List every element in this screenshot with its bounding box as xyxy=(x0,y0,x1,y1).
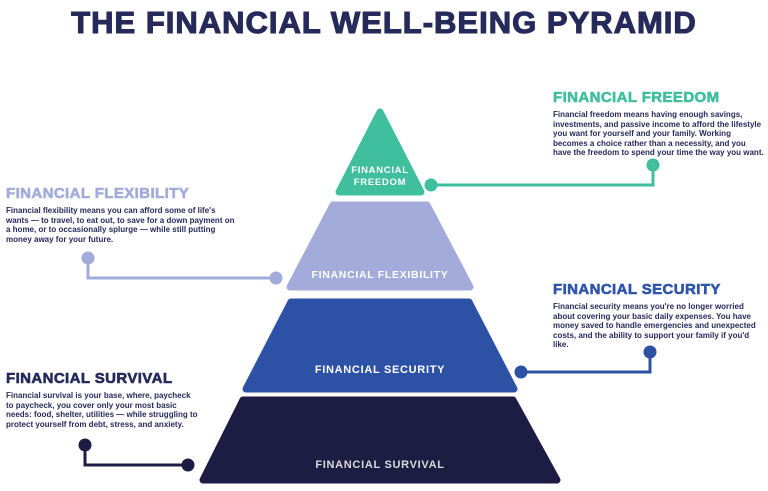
callout-heading-flexibility: FINANCIAL FLEXIBILITY xyxy=(6,185,190,203)
callout-financial-freedom: FINANCIAL FREEDOM Financial freedom mean… xyxy=(553,89,766,158)
connector-dot-security-pyramid xyxy=(514,365,528,379)
callout-body-freedom: Financial freedom means having enough sa… xyxy=(553,110,764,158)
tier-label-financial-security: FINANCIAL SECURITY xyxy=(314,364,446,376)
tier-label-financial-survival: FINANCIAL SURVIVAL xyxy=(315,459,445,471)
callout-heading-security: FINANCIAL SECURITY xyxy=(553,281,721,299)
connector-line-freedom xyxy=(434,168,655,187)
connector-dot-survival-text xyxy=(78,438,92,452)
callout-financial-survival: FINANCIAL SURVIVAL Financial survival is… xyxy=(6,370,198,429)
pyramid-tier-survival xyxy=(199,396,561,484)
callout-body-survival: Financial survival is your base, where, … xyxy=(6,391,198,429)
connector-line-flexibility xyxy=(86,262,273,280)
pyramid-tier-security xyxy=(242,298,518,393)
connector-dot-freedom-text xyxy=(646,158,660,172)
tier-label-financial-freedom: FINANCIAL FREEDOM xyxy=(351,165,409,188)
callout-body-security: Financial security means you're no longe… xyxy=(553,302,756,350)
callout-financial-flexibility: FINANCIAL FLEXIBILITY Financial flexibil… xyxy=(6,185,236,244)
callout-heading-survival: FINANCIAL SURVIVAL xyxy=(6,370,173,388)
page-title: THE FINANCIAL WELL-BEING PYRAMID xyxy=(71,4,697,40)
pyramid-tier-flexibility xyxy=(286,201,474,291)
connector-dot-flexibility-text xyxy=(81,251,95,265)
connector-line-survival xyxy=(83,449,184,467)
connector-dot-survival-pyramid xyxy=(181,458,195,472)
pyramid-tier-freedom xyxy=(335,108,425,196)
connector-dot-freedom-pyramid xyxy=(424,178,438,192)
callout-financial-security: FINANCIAL SECURITY Financial security me… xyxy=(553,281,766,350)
connector-dot-security-text xyxy=(643,345,657,359)
callout-body-flexibility: Financial flexibility means you can affo… xyxy=(6,206,235,244)
connector-line-security xyxy=(525,356,652,374)
callout-heading-freedom: FINANCIAL FREEDOM xyxy=(553,89,720,107)
tier-label-financial-flexibility: FINANCIAL FLEXIBILITY xyxy=(311,269,449,281)
connector-dot-flexibility-pyramid xyxy=(269,271,283,285)
